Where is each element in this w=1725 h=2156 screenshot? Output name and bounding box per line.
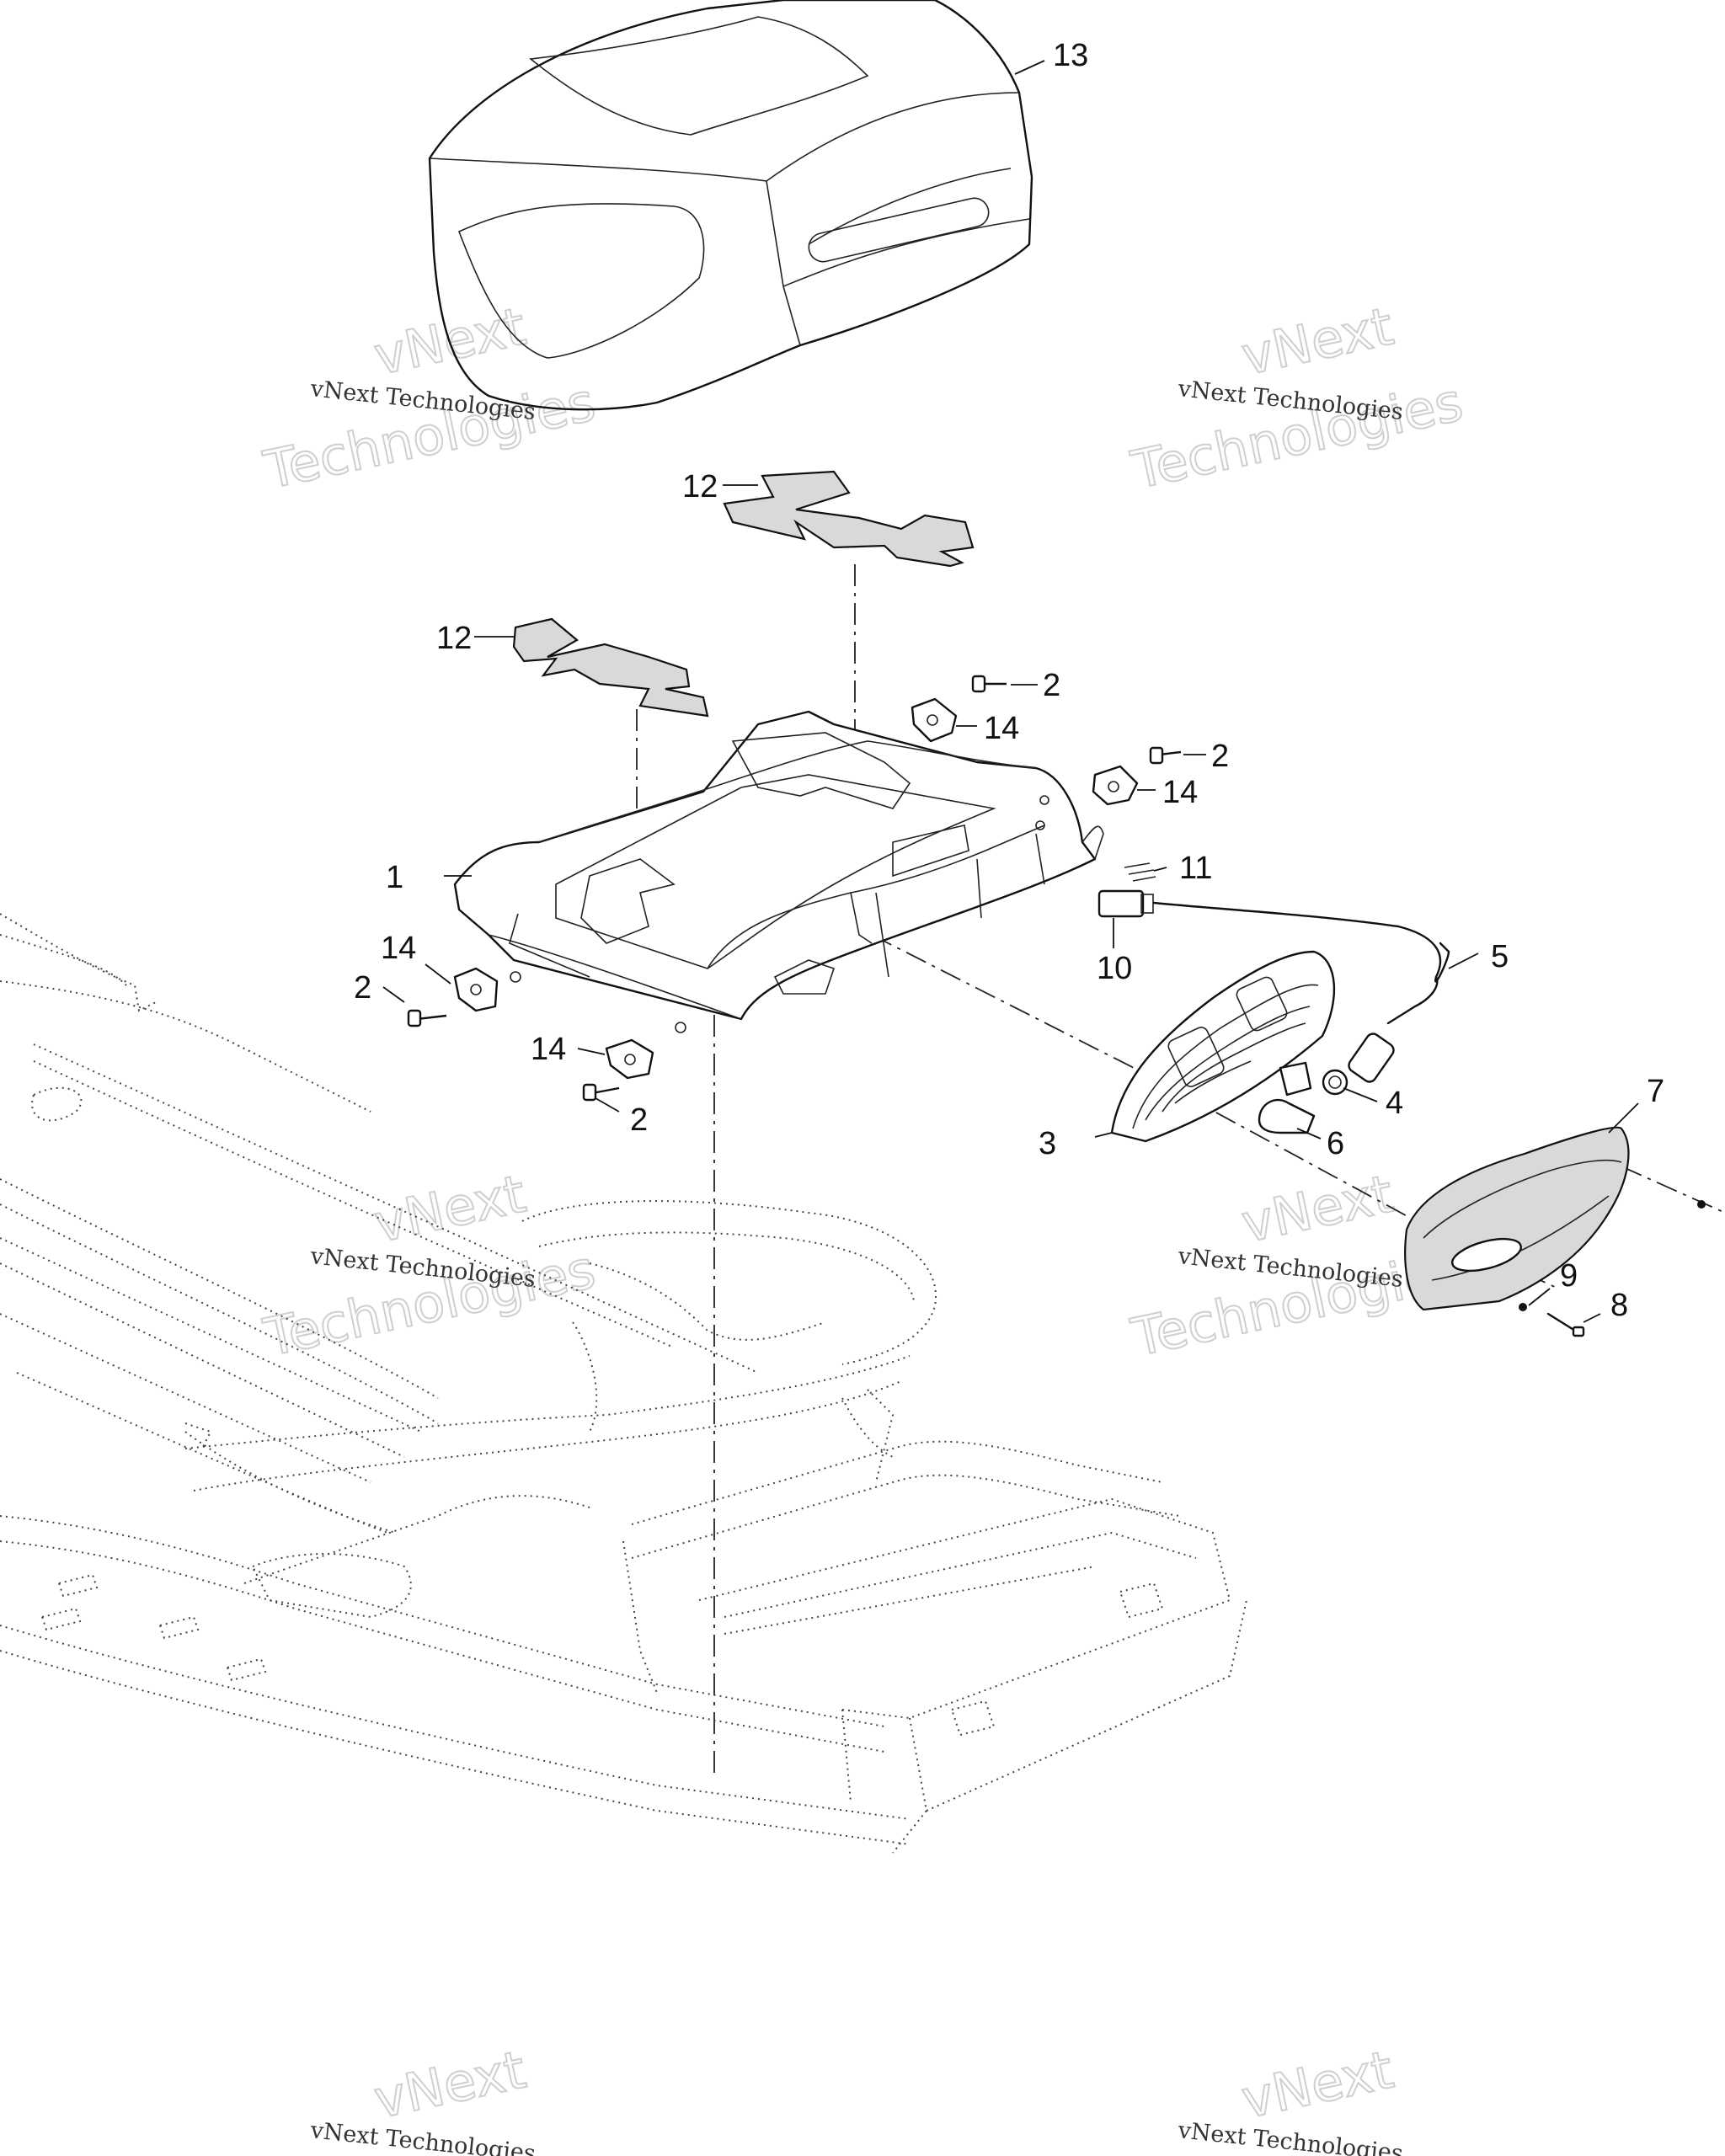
callout-14-upper: 14 — [984, 711, 1019, 746]
screw-lens — [1546, 1312, 1585, 1337]
seat-base — [453, 710, 1104, 1033]
callout-3: 3 — [1039, 1126, 1056, 1161]
callout-2-right: 2 — [1211, 739, 1229, 774]
callout-2-left: 2 — [354, 970, 371, 1006]
callout-2-lower: 2 — [630, 1102, 648, 1138]
watermark-brand: vNext — [1236, 2039, 1398, 2131]
foam-pad-upper — [723, 470, 975, 568]
seat-cushion — [428, 0, 1033, 411]
screw-left — [407, 1009, 447, 1027]
callout-11: 11 — [1179, 851, 1212, 886]
lens — [1404, 1126, 1630, 1311]
leader-lines — [382, 60, 1639, 1323]
callout-5: 5 — [1491, 939, 1509, 974]
callout-2-upper: 2 — [1043, 668, 1060, 703]
callout-14-lower: 14 — [531, 1032, 566, 1067]
chassis-frame — [0, 913, 1247, 1854]
watermark-caption: vNext Technologies — [308, 2117, 537, 2156]
terminals — [1124, 862, 1156, 882]
latch-clip-left — [453, 967, 499, 1012]
callout-6: 6 — [1327, 1126, 1344, 1161]
latch-clip-right — [1092, 765, 1139, 806]
callout-4: 4 — [1386, 1086, 1403, 1121]
socket — [1279, 1061, 1348, 1097]
harness — [1152, 901, 1450, 1083]
latch-clip-upper — [911, 697, 958, 743]
callout-1: 1 — [386, 860, 403, 895]
dash-line-screw — [1621, 1166, 1725, 1214]
callout-8: 8 — [1610, 1288, 1628, 1323]
callout-12-lower: 12 — [436, 621, 472, 656]
callout-14-right: 14 — [1162, 775, 1198, 810]
callout-labels: 13 12 12 2 14 2 14 11 1 10 5 14 2 14 2 4… — [354, 38, 1664, 1323]
latch-clip-lower — [605, 1038, 654, 1080]
reflector-housing — [1110, 950, 1336, 1143]
screw-right — [1149, 746, 1182, 765]
watermark-caption: vNext Technologies — [1176, 2117, 1404, 2156]
foam-pad-lower — [512, 617, 709, 718]
watermark-brand: vNext — [1236, 296, 1398, 387]
callout-7: 7 — [1647, 1074, 1664, 1109]
watermark-brand: vNext — [1236, 1163, 1398, 1255]
callout-9: 9 — [1560, 1258, 1578, 1294]
watermark-brand: vNext — [369, 1163, 531, 1255]
callout-10: 10 — [1097, 951, 1132, 986]
watermark-brand: vNext — [369, 2039, 531, 2131]
screw-lower — [582, 1083, 620, 1102]
callout-12-upper: 12 — [682, 469, 718, 504]
callout-13: 13 — [1053, 38, 1088, 73]
screw-dot — [1697, 1200, 1706, 1209]
bulb — [1258, 1098, 1316, 1134]
washer — [1519, 1303, 1527, 1311]
screw-upper — [971, 675, 1007, 693]
watermark-group: vNext Technologies vNext Technologies vN… — [258, 295, 1469, 2156]
connector — [1097, 889, 1154, 918]
callout-14-left: 14 — [381, 931, 416, 966]
